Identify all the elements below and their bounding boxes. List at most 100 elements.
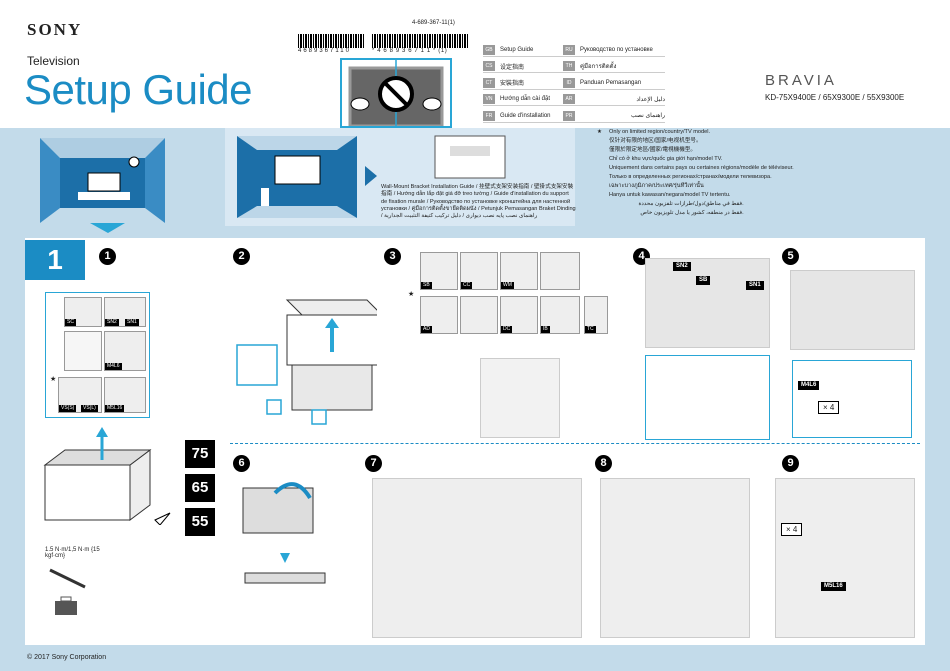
stand-orientation-detail	[645, 355, 770, 440]
lang-code: PR	[563, 110, 575, 121]
note-line: 仅针对有限的地区/国家/电视机型号。	[609, 138, 702, 144]
part-label: SC	[65, 319, 76, 326]
part-label: SN2	[105, 319, 119, 326]
lang-label: Setup Guide	[500, 46, 534, 53]
sony-logo: SONY	[27, 20, 83, 39]
step-divider	[230, 443, 920, 444]
part-label: TC	[585, 326, 596, 333]
note-line: 僅限於限定地區/國家/電視機機型。	[609, 147, 697, 153]
screwdriver-toolbox-icon	[49, 568, 86, 615]
note-line: Only on limited region/country/TV model.	[609, 129, 711, 135]
quantity-x4: × 4	[781, 523, 803, 536]
part-vs: VS(S) VS(L)	[58, 377, 102, 413]
lang-label: 设定指南	[500, 64, 525, 71]
lang-label: Guide d'installation	[500, 112, 551, 119]
torque-spec: 1.5 N·m/1,5 N·m {15 kgf·cm}	[45, 547, 100, 559]
size-badge-55: 55	[185, 508, 215, 536]
lang-code: FR	[483, 110, 495, 121]
star-icon: ★	[408, 291, 415, 298]
step-3-badge: 3	[384, 248, 401, 265]
part-tc: TC	[584, 296, 608, 334]
room-illustration	[0, 128, 215, 233]
section-number: 1	[25, 240, 85, 280]
attach-stand-illustration	[600, 478, 750, 638]
lift-tv-illustration	[372, 478, 582, 638]
part-dc: DC	[500, 296, 538, 334]
lang-label: راهنمای نصب	[631, 113, 665, 120]
part-label: VS(L)	[81, 405, 98, 412]
secure-screws-illustration: × 4 M5L16	[775, 478, 915, 638]
quantity-x4: × 4	[818, 401, 840, 414]
label-sn1: SN1	[746, 281, 764, 290]
note-line: Только в определенных регионах/странах/м…	[609, 174, 772, 180]
label-m4l6: M4L6	[798, 381, 820, 390]
lang-code: AR	[563, 94, 575, 105]
model-numbers: KD-75X9400E / 65X9300E / 55X9300E	[765, 93, 905, 102]
label-sb: SB	[696, 276, 711, 285]
star-icon: ★	[597, 129, 603, 135]
language-row: FR Guide d'installation	[483, 110, 563, 123]
unboxing-illustration	[236, 299, 377, 425]
lang-label: دليل الإعداد	[636, 96, 665, 103]
step-9-badge: 9	[782, 455, 799, 472]
part-label: DC	[501, 326, 513, 333]
wall-mount-guide-text: Wall-Mount Bracket Installation Guide / …	[381, 184, 576, 220]
barcode-2: * 4 6 8 9 3 6 7 1 1 * (1)	[372, 34, 468, 55]
lang-label: Руководство по установке	[580, 46, 653, 53]
stand-attach-illustration: SN2 SB SN1	[645, 258, 770, 348]
tv-box-illustration	[43, 427, 171, 525]
lang-label: Hướng dẫn cài đặt	[500, 96, 550, 103]
part-label: AD	[421, 326, 432, 333]
barcode-1-number: 4689367110	[298, 48, 351, 54]
note-line: Hanya untuk kawasan/negara/model TV tert…	[609, 192, 731, 198]
copyright: © 2017 Sony Corporation	[27, 654, 107, 661]
lang-code: VN	[483, 94, 495, 105]
language-row: PR راهنمای نصب	[563, 110, 665, 123]
part-label: VS(S)	[59, 405, 77, 412]
language-row: GB Setup Guide	[483, 44, 563, 57]
part-label: SN1	[125, 319, 139, 326]
page-title: Setup Guide	[24, 66, 253, 113]
region-notes: ★ Only on limited region/country/TV mode…	[597, 128, 897, 218]
parts-list-step3: SB CC WM ★ AD DC IB TC	[408, 250, 608, 365]
part-m5l16: M5L16	[104, 377, 146, 413]
size-badge-65: 65	[185, 474, 215, 502]
part-label: M5L16	[105, 405, 125, 412]
wall-mount-section	[225, 128, 575, 226]
step-5-badge: 5	[782, 248, 799, 265]
step-1-badge: 1	[99, 248, 116, 265]
part-wm: WM	[500, 252, 538, 290]
tv-in-box-illustration	[480, 358, 560, 438]
part-screws	[540, 252, 580, 290]
part-sc: SC	[64, 297, 102, 327]
part-ib: IB	[540, 296, 580, 334]
label-sn2: SN2	[673, 262, 691, 271]
part-label: M4L6	[105, 363, 122, 370]
part-cc: CC	[460, 252, 498, 290]
label-m5l16: M5L16	[821, 582, 846, 591]
stand-fold-illustration	[235, 478, 335, 618]
lang-label: 安裝指南	[500, 81, 525, 88]
remote-control	[64, 331, 102, 371]
lang-code: CS	[483, 61, 495, 72]
lang-code: GB	[483, 44, 495, 55]
part-label: WM	[501, 282, 514, 289]
lang-label: คู่มือการติดตั้ง	[580, 64, 617, 71]
bravia-logo: BRAVIA	[765, 72, 837, 89]
note-line: فقط در منطقه، کشور یا مدل تلویزیون خاص.	[640, 210, 744, 216]
note-line: Chỉ có ở khu vực/quốc gia giới hạn/model…	[609, 156, 723, 162]
size-badge-75: 75	[185, 440, 215, 468]
part-sb: SB	[420, 252, 458, 290]
note-line: Uniquement dans certains pays ou certain…	[609, 165, 794, 171]
step-8-badge: 8	[595, 455, 612, 472]
part-label: IB	[541, 326, 550, 333]
step-2-badge: 2	[233, 248, 250, 265]
lang-code: ID	[563, 77, 575, 88]
lang-label: Panduan Pemasangan	[580, 79, 642, 86]
note-line: เฉพาะบางภูมิภาค/ประเทศ/รุ่นทีวีเท่านั้น	[609, 183, 704, 189]
stand-screw-illustration	[790, 270, 915, 350]
barcode-1: 4689367110	[298, 34, 364, 55]
step-6-badge: 6	[233, 455, 250, 472]
language-row: CS 设定指南	[483, 61, 563, 73]
step-7-badge: 7	[365, 455, 382, 472]
